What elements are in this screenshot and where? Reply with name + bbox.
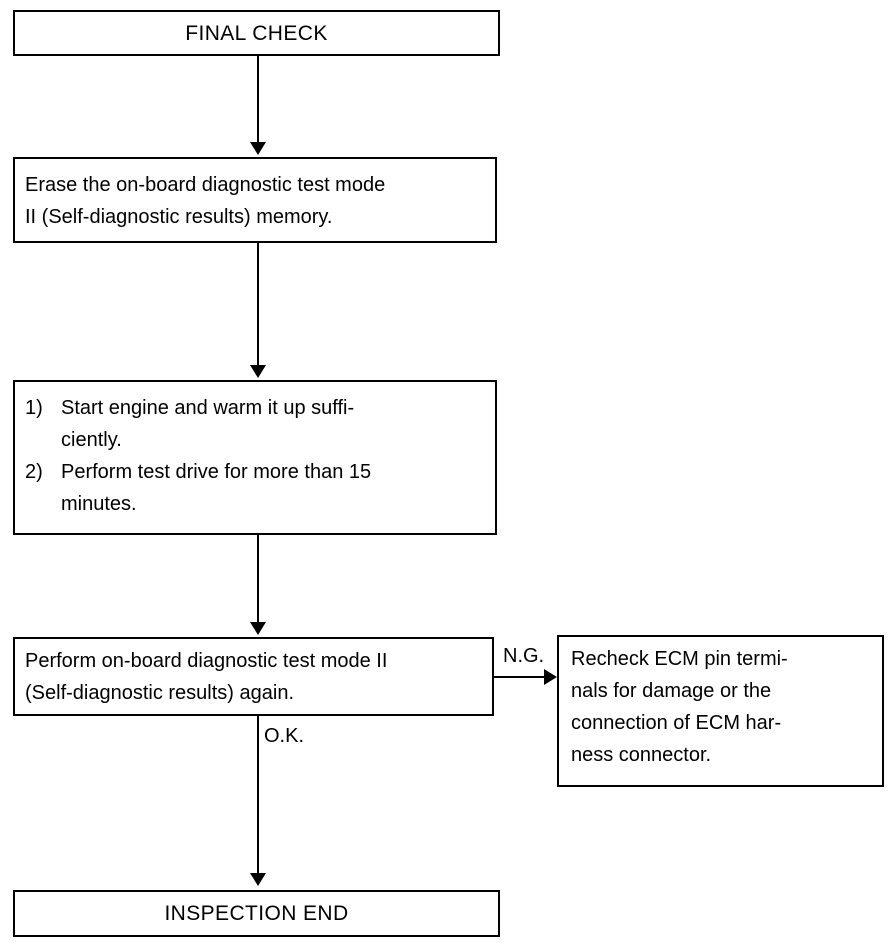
arrow-head-start-to-erase [250,142,266,155]
step-2-marker: 2) [25,461,43,483]
step-1-line-2: ciently. [61,429,122,451]
connector-start-to-erase [257,56,259,144]
edge-label-ng: N.G. [503,645,545,667]
node-inspection-end: INSPECTION END [13,890,500,937]
perform-diagnostic-line-1: Perform on-board diagnostic test mode II [25,650,388,672]
step-1-line-1: Start engine and warm it up suffi- [61,397,355,419]
step-2-line-2: minutes. [61,493,137,515]
arrow-head-perform-to-recheck [544,669,557,685]
perform-diagnostic-line-2: (Self-diagnostic results) again. [25,682,295,704]
recheck-ecm-line-4: ness connector. [571,744,712,766]
node-perform-diagnostic: Perform on-board diagnostic test mode II… [13,637,494,716]
erase-memory-line-2: II (Self-diagnostic results) memory. [25,206,333,228]
connector-perform-to-end [257,716,259,875]
node-engine-steps: 1) Start engine and warm it up suffi- ci… [13,380,497,535]
erase-memory-line-1: Erase the on-board diagnostic test mode [25,174,386,196]
recheck-ecm-line-2: nals for damage or the [571,680,772,702]
step-2-content: Perform test drive for more than 15 minu… [61,456,371,520]
node-final-check: FINAL CHECK [13,10,500,56]
final-check-label: FINAL CHECK [185,21,328,45]
step-item-1: 1) Start engine and warm it up suffi- ci… [25,392,495,456]
connector-erase-to-steps [257,243,259,367]
connector-steps-to-perform [257,535,259,625]
node-erase-memory: Erase the on-board diagnostic test mode … [13,157,497,243]
connector-perform-to-recheck [494,676,544,678]
recheck-ecm-line-3: connection of ECM har- [571,712,782,734]
step-1-content: Start engine and warm it up suffi- cient… [61,392,354,456]
inspection-end-label: INSPECTION END [164,902,349,925]
step-2-line-1: Perform test drive for more than 15 [61,461,372,483]
recheck-ecm-line-1: Recheck ECM pin termi- [571,648,788,670]
step-1-marker: 1) [25,397,43,419]
arrow-head-perform-to-end [250,873,266,886]
node-recheck-ecm: Recheck ECM pin termi- nals for damage o… [557,635,884,787]
arrow-head-steps-to-perform [250,622,266,635]
edge-label-ok: O.K. [264,725,305,747]
step-item-2: 2) Perform test drive for more than 15 m… [25,456,495,520]
arrow-head-erase-to-steps [250,365,266,378]
